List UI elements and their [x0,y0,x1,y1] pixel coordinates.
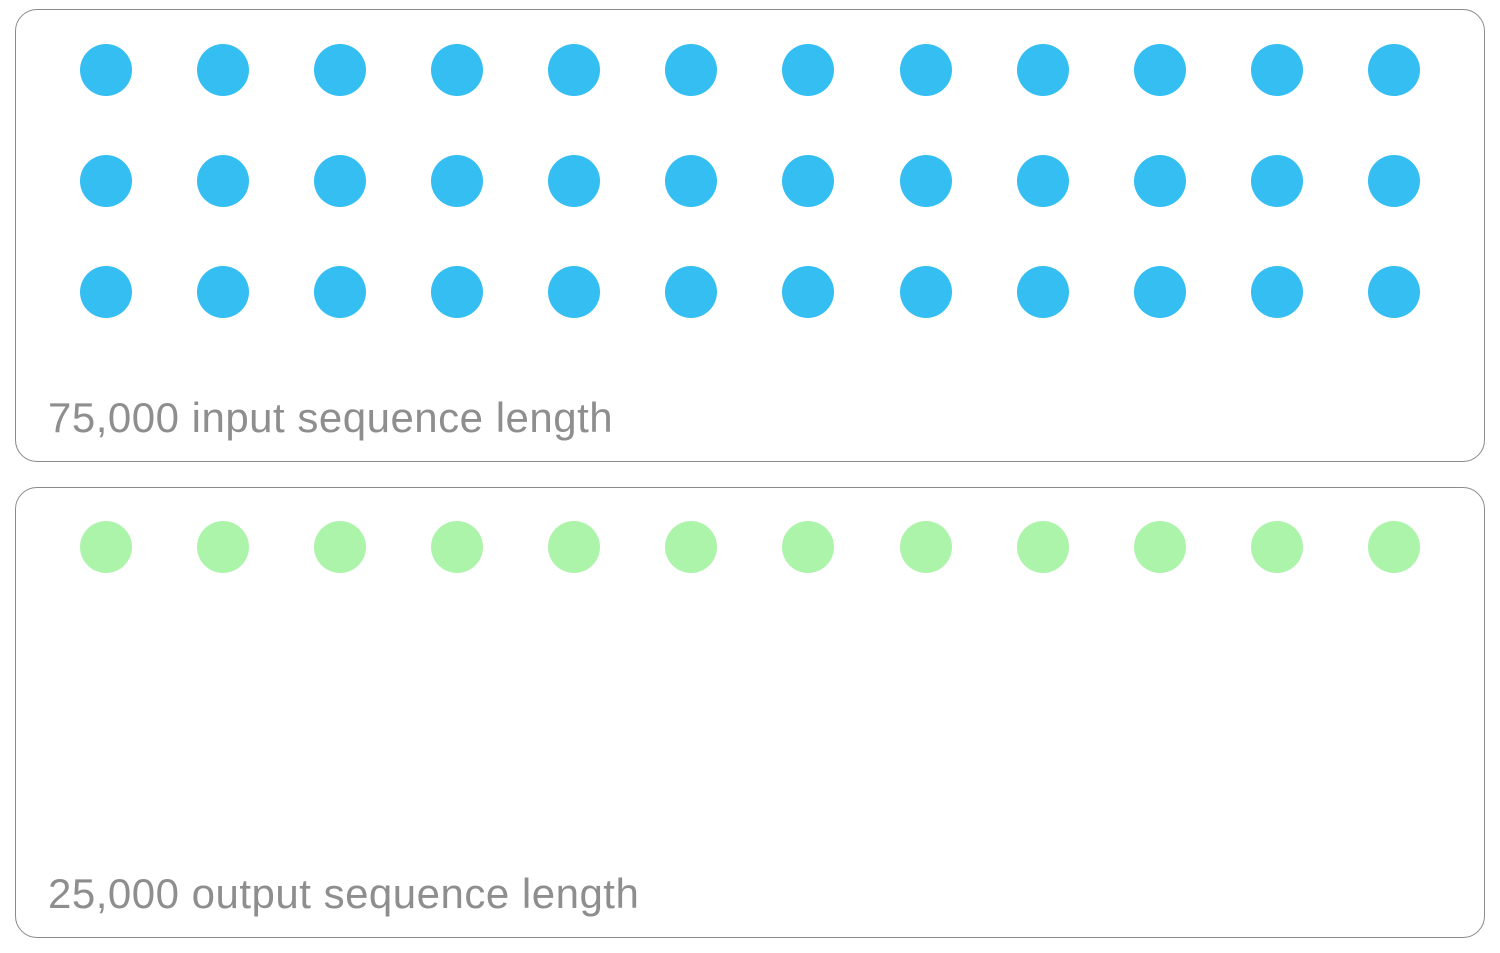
output-token-dot [314,521,367,573]
input-token-dot [1016,266,1069,318]
input-dot-row [80,155,1420,207]
output-token-dot [899,521,952,573]
input-token-dot [1250,266,1303,318]
input-token-dot [782,266,835,318]
output-token-dot [1133,521,1186,573]
input-token-dot [548,44,601,96]
input-token-dot [1250,155,1303,207]
input-token-dot [1367,266,1420,318]
input-token-dot [197,266,250,318]
input-token-dot [80,266,132,318]
input-token-dot [1133,44,1186,96]
output-token-dot [1250,521,1303,573]
input-dot-row [80,44,1420,96]
output-token-dot [1367,521,1420,573]
input-sequence-label: 75,000 input sequence length [48,393,614,441]
input-token-dot [1367,155,1420,207]
output-sequence-label: 25,000 output sequence length [48,869,640,917]
output-sequence-panel: 25,000 output sequence length [15,487,1485,938]
input-token-dot [1133,155,1186,207]
input-token-dot [431,266,484,318]
input-token-dot [782,155,835,207]
input-token-dot [314,266,367,318]
input-token-dot [80,44,132,96]
input-token-dot [1016,155,1069,207]
input-dot-row [80,266,1420,318]
output-token-dot [80,521,132,573]
input-token-dot [314,155,367,207]
input-sequence-panel: 75,000 input sequence length [15,9,1485,462]
input-token-dot [197,155,250,207]
input-token-dot [899,44,952,96]
input-token-dot [899,155,952,207]
input-token-dot [431,44,484,96]
input-token-dot [1250,44,1303,96]
input-token-dot [665,44,718,96]
input-token-dot [548,266,601,318]
output-dot-grid [16,488,1484,573]
input-token-dot [548,155,601,207]
input-token-dot [1016,44,1069,96]
output-token-dot [431,521,484,573]
input-token-dot [665,266,718,318]
input-token-dot [665,155,718,207]
output-token-dot [665,521,718,573]
output-token-dot [1016,521,1069,573]
input-token-dot [782,44,835,96]
input-token-dot [1367,44,1420,96]
input-token-dot [431,155,484,207]
output-token-dot [197,521,250,573]
output-token-dot [548,521,601,573]
input-dot-grid [16,10,1484,318]
input-token-dot [314,44,367,96]
output-dot-row [80,521,1420,573]
input-token-dot [899,266,952,318]
input-token-dot [80,155,132,207]
input-token-dot [197,44,250,96]
output-token-dot [782,521,835,573]
input-token-dot [1133,266,1186,318]
